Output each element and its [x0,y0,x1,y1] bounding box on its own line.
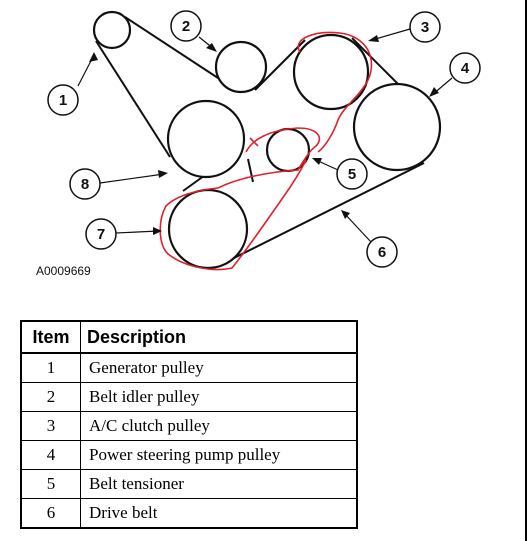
item-description: Belt tensioner [80,469,358,499]
belt-segment [254,39,306,91]
table-row: 2 Belt idler pulley [20,382,358,412]
item-number: 2 [20,382,81,412]
callout-8: 8 [69,168,168,200]
callout-5: 5 [312,158,368,190]
callout-6-label: 6 [378,244,386,261]
callout-6: 6 [341,210,398,268]
legend-table: Item Description 1 Generator pulley 2 Be… [20,320,358,529]
table-row: 4 Power steering pump pulley [20,440,358,470]
table-row: 1 Generator pulley [20,352,358,383]
belt-segment [351,37,403,89]
item-description: Power steering pump pulley [80,440,358,470]
belt-idler-pulley [214,40,268,94]
callout-2-label: 2 [182,18,190,35]
table-row: 5 Belt tensioner [20,469,358,499]
belt-segment [95,40,171,158]
callout-1-label: 1 [59,92,67,109]
item-description: A/C clutch pulley [80,411,358,441]
callout-8-label: 8 [81,176,89,193]
annotation-loop-top [297,31,373,153]
callout-4-label: 4 [461,60,470,77]
belt-segment [225,162,425,263]
callout-3: 3 [368,11,441,43]
annotation-loop-middle [217,127,321,189]
item-header: Item [20,320,81,354]
item-description: Belt idler pulley [80,382,358,412]
red-annotation [159,31,373,271]
item-number: 3 [20,411,81,441]
callout-1: 1 [47,52,98,116]
item-number: 4 [20,440,81,470]
table-row: 6 Drive belt [20,498,358,529]
belt-segment [247,158,254,183]
callouts: 1 2 3 4 5 6 [47,10,481,268]
callout-2: 2 [170,10,217,52]
pulleys [92,10,442,270]
callout-5-label: 5 [348,166,356,183]
item-description: Generator pulley [80,352,358,383]
table-row: 3 A/C clutch pulley [20,411,358,441]
ac-clutch-pulley [292,33,370,111]
callout-4: 4 [429,52,481,97]
drive-belt [95,16,425,263]
item-number: 1 [20,352,81,383]
callout-7-label: 7 [97,226,105,243]
belt-routing-diagram: 1 2 3 4 5 6 [36,10,481,278]
legend-header-row: Item Description [20,320,358,354]
callout-3-label: 3 [421,19,429,36]
callout-7: 7 [85,218,162,250]
frame-border [525,0,527,541]
item-number: 6 [20,498,81,529]
generator-pulley [92,10,132,50]
crankshaft-pulley [166,99,246,179]
item-description: Drive belt [80,498,358,529]
belt-segment [124,16,219,79]
lower-pulley [167,188,249,270]
annotation-tick [249,137,259,147]
item-number: 5 [20,469,81,499]
power-steering-pump-pulley [352,82,442,172]
description-header: Description [80,320,358,354]
figure-id: A0009669 [36,264,91,278]
annotation-loop-bottom [159,159,307,271]
